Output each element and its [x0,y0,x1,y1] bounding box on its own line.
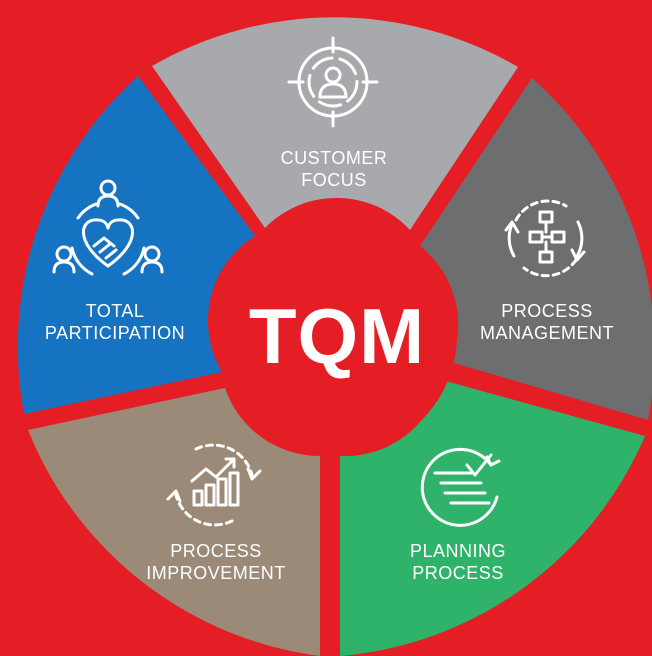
segment-label-line-2: MANAGEMENT [480,323,614,343]
checklist-cycle-icon [420,447,501,527]
segment-total-participation: TOTAL PARTICIPATION [45,179,185,343]
wedge-total-participation [17,76,256,414]
segment-label-line-1: TOTAL [86,301,145,321]
center-label: TQM [249,292,425,380]
segment-label-line-1: CUSTOMER [281,148,388,168]
segment-label-line-1: PROCESS [170,541,262,561]
segment-process-management: PROCESS MANAGEMENT [480,199,614,343]
segment-label-line-2: IMPROVEMENT [146,563,286,583]
segment-process-improvement: PROCESS IMPROVEMENT [146,443,286,583]
center-circle [217,215,457,455]
segment-wedges [17,17,652,656]
wedge-customer-focus [152,17,518,231]
segment-label-line-2: FOCUS [301,170,367,190]
segment-label-line-2: PARTICIPATION [45,323,185,343]
flowchart-cycle-icon [504,199,586,278]
wedge-planning-process [340,380,645,656]
wedge-process-management [420,78,652,420]
target-person-icon [287,36,379,128]
segment-label-line-2: PROCESS [412,563,504,583]
segment-planning-process: PLANNING PROCESS [410,447,506,583]
wedge-process-improvement [28,388,320,656]
growth-chart-cycle-icon [166,443,262,527]
segment-label-line-1: PLANNING [410,541,506,561]
segment-customer-focus: CUSTOMER FOCUS [281,36,388,190]
handshake-heart-people-icon [52,179,164,276]
segment-label-line-1: PROCESS [501,301,593,321]
